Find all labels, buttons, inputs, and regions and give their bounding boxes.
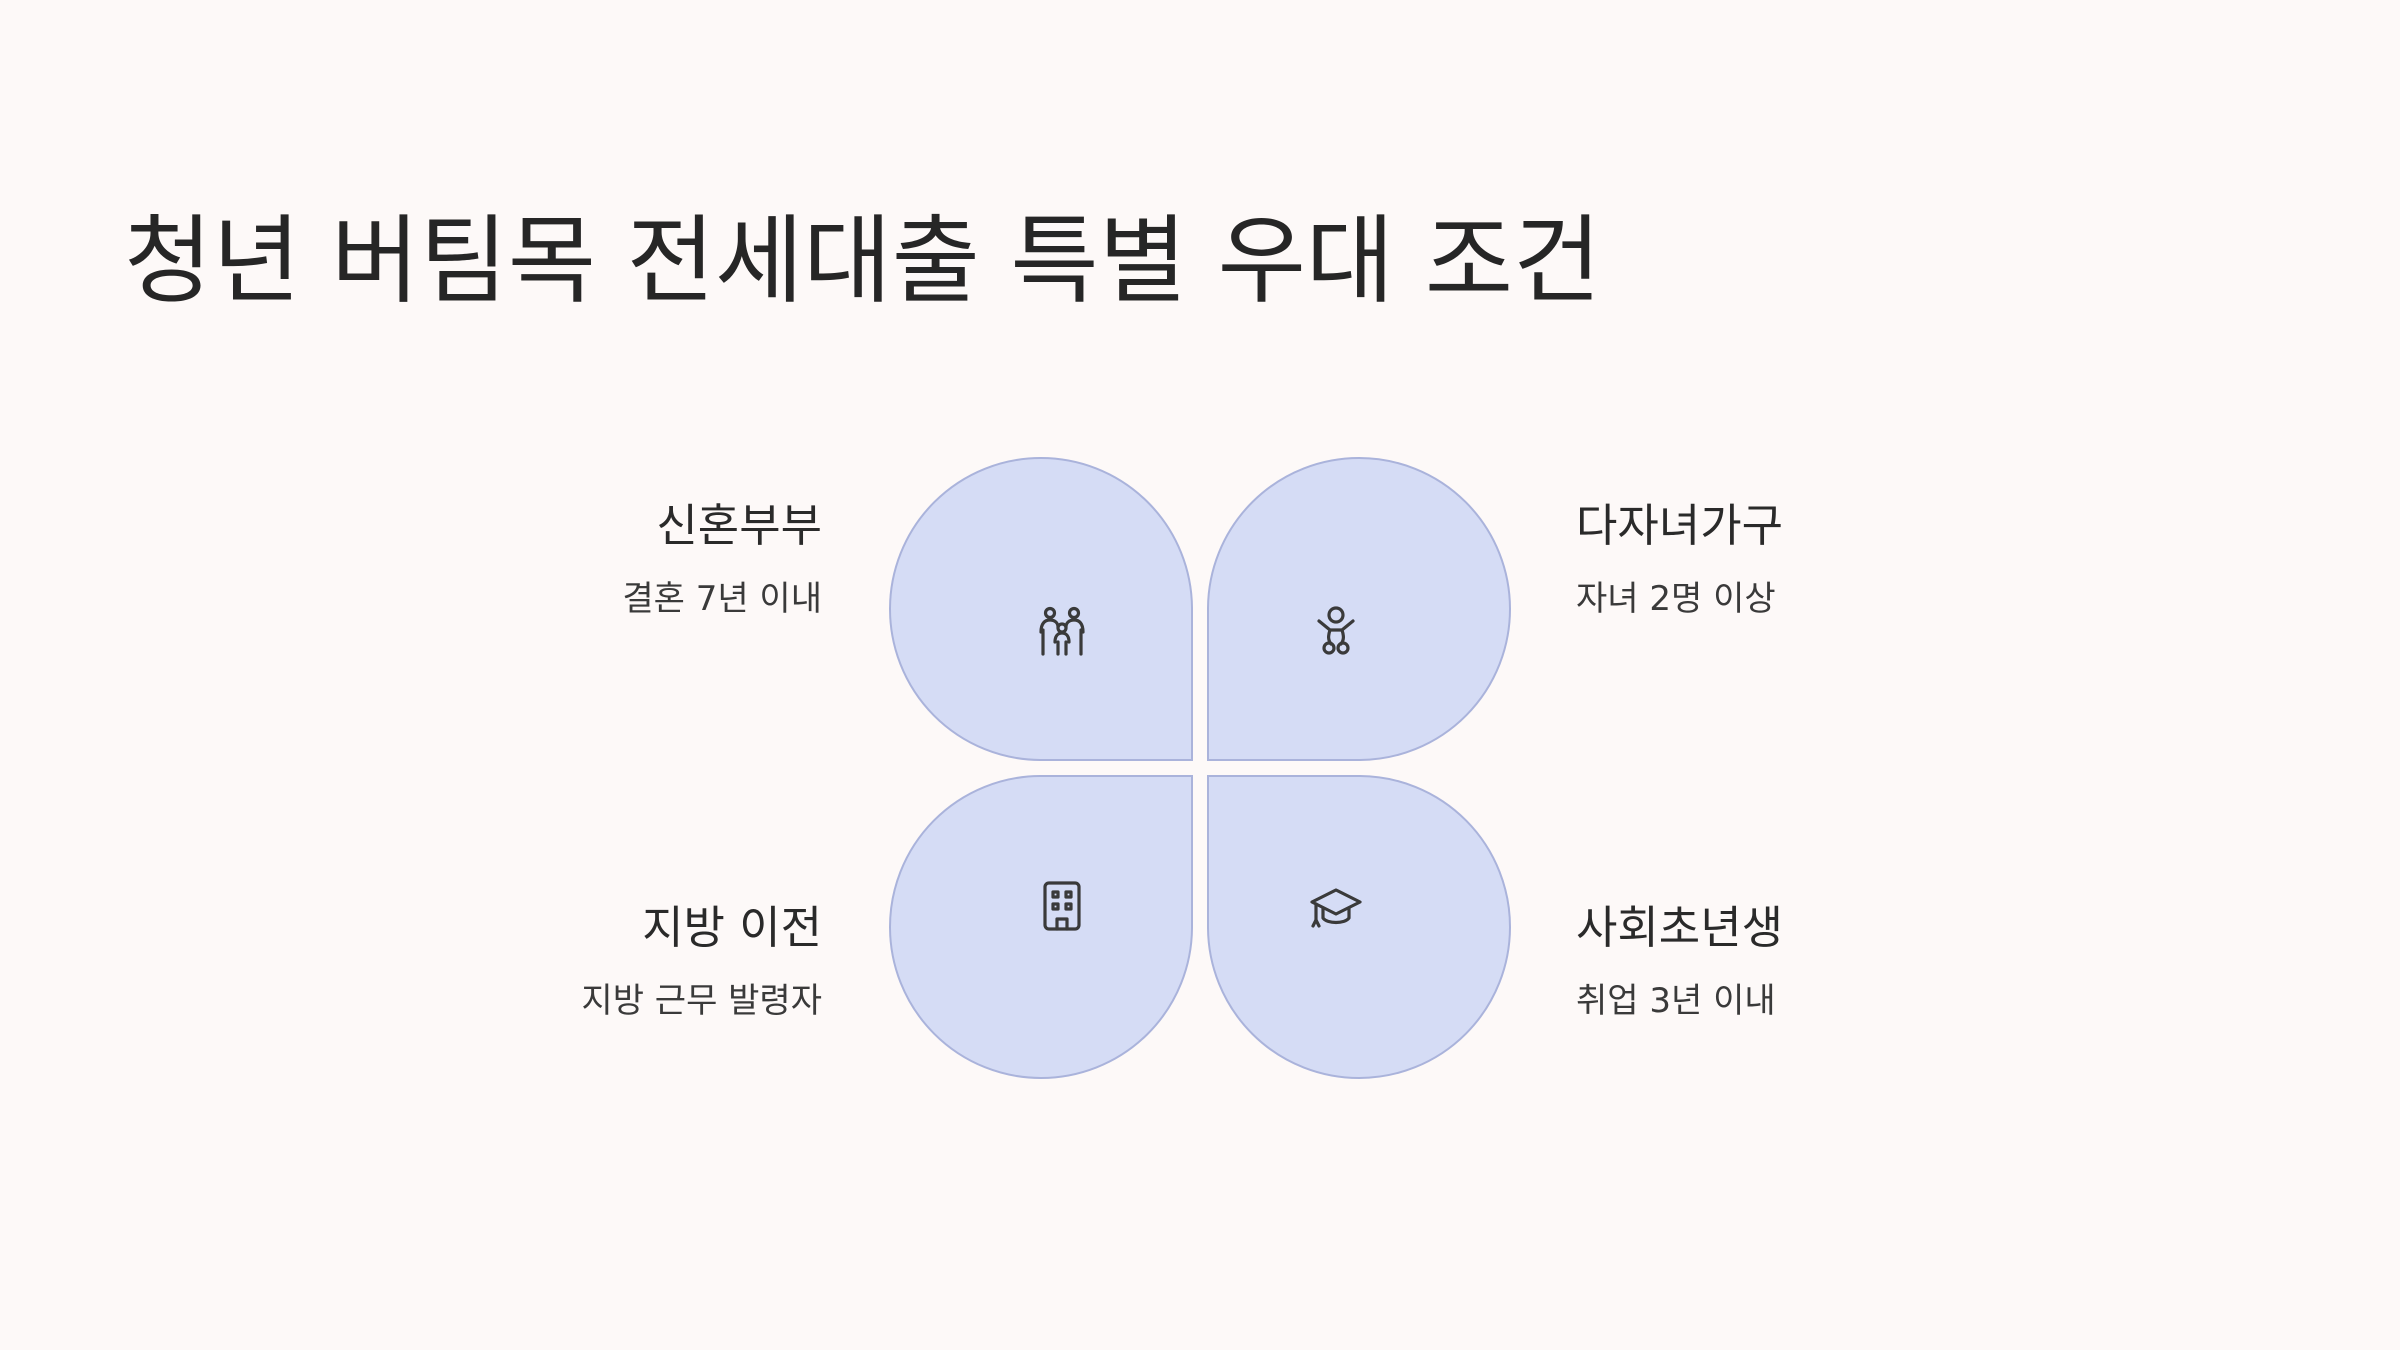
- quadrant-title: 사회초년생: [1576, 901, 1784, 954]
- petal-bottom-left: [889, 775, 1193, 1079]
- quadrant-description: 자녀 2명 이상: [1576, 579, 1776, 619]
- quadrant-description: 취업 3년 이내: [1576, 981, 1776, 1021]
- quadrant-title: 다자녀가구: [1576, 499, 1784, 552]
- petal-bottom-right: [1207, 775, 1511, 1079]
- petal-top-left: [889, 457, 1193, 761]
- label-group-bottom-right: 사회초년생 취업 3년 이내: [1576, 898, 1783, 1024]
- label-group-bottom-left: 지방 이전 지방 근무 발령자: [581, 898, 822, 1024]
- building-icon: [1043, 881, 1081, 931]
- quadrant-title: 지방 이전: [642, 901, 822, 954]
- quadrant-description: 지방 근무 발령자: [581, 981, 822, 1021]
- family-icon: [1039, 606, 1085, 656]
- label-group-top-left: 신혼부부 결혼 7년 이내: [622, 496, 822, 622]
- graduation-cap-icon: [1310, 888, 1362, 928]
- quadrant-description: 결혼 7년 이내: [622, 579, 822, 619]
- baby-icon: [1317, 606, 1355, 655]
- petal-top-right: [1207, 457, 1511, 761]
- label-group-top-right: 다자녀가구 자녀 2명 이상: [1576, 496, 1783, 622]
- quadrant-title: 신혼부부: [656, 499, 822, 552]
- page-title: 청년 버팀목 전세대출 특별 우대 조건: [124, 205, 1602, 317]
